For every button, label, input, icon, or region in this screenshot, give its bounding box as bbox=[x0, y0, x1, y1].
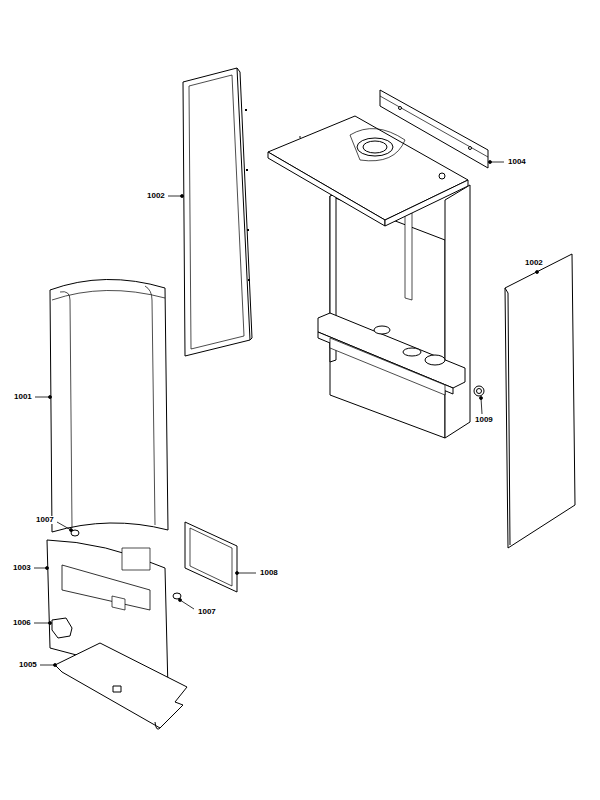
side-panel bbox=[508, 293, 510, 545]
bottom-plate bbox=[113, 686, 121, 692]
side-panel bbox=[250, 338, 252, 340]
callout-number: 1001 bbox=[13, 393, 33, 401]
chassis-frame bbox=[374, 326, 390, 334]
inner-bracket bbox=[190, 528, 232, 586]
leader-line bbox=[34, 568, 47, 569]
leader-line bbox=[46, 567, 49, 570]
chassis-frame bbox=[385, 180, 468, 226]
bottom-plate bbox=[55, 643, 187, 728]
side-panel bbox=[246, 169, 248, 171]
chassis-frame bbox=[363, 141, 387, 153]
grommet bbox=[474, 386, 484, 396]
chassis-frame bbox=[357, 138, 393, 156]
chassis-frame bbox=[318, 332, 453, 394]
front-panel bbox=[52, 290, 165, 300]
fixing-knob bbox=[173, 593, 181, 599]
callout-number: 1002 bbox=[524, 259, 544, 267]
leader-line bbox=[179, 599, 182, 602]
bottom-plate bbox=[55, 643, 187, 729]
leader-line bbox=[49, 396, 52, 399]
leader-line bbox=[490, 162, 504, 163]
top-bracket bbox=[380, 90, 488, 168]
leader-line bbox=[180, 600, 194, 609]
front-panel bbox=[50, 279, 168, 532]
leader-line bbox=[34, 161, 539, 667]
chassis-frame bbox=[268, 116, 470, 438]
chassis-frame bbox=[405, 213, 412, 300]
front-panel bbox=[145, 286, 155, 525]
leader-line bbox=[54, 664, 57, 667]
leader-line bbox=[489, 161, 492, 164]
side-panel bbox=[240, 72, 252, 338]
side-panel bbox=[183, 68, 250, 356]
chassis-frame bbox=[439, 173, 445, 179]
leader-line bbox=[536, 271, 539, 274]
side-panel bbox=[189, 75, 244, 349]
chassis-frame bbox=[268, 152, 385, 226]
callout-number: 1006 bbox=[12, 619, 32, 627]
lower-panel bbox=[112, 596, 125, 610]
inner-bracket bbox=[185, 522, 237, 592]
clip bbox=[52, 618, 72, 638]
leader-line bbox=[181, 195, 184, 198]
side-panel bbox=[248, 279, 250, 281]
leader-line bbox=[70, 529, 73, 532]
top-bracket bbox=[380, 90, 488, 168]
bottom-plate bbox=[155, 722, 160, 729]
callout-number: 1004 bbox=[507, 158, 527, 166]
chassis-frame bbox=[330, 196, 445, 438]
side-panel bbox=[505, 288, 508, 293]
callout-number: 1007 bbox=[35, 516, 55, 524]
side-panel bbox=[247, 229, 249, 231]
leader-line bbox=[480, 397, 483, 400]
callout-number: 1002 bbox=[146, 192, 166, 200]
chassis-frame bbox=[403, 348, 421, 356]
side-panel bbox=[183, 68, 252, 356]
leader-line bbox=[49, 622, 52, 625]
front-panel bbox=[50, 279, 168, 532]
leader-line bbox=[237, 573, 256, 574]
exploded-casing-illustration bbox=[47, 68, 575, 729]
callout-number: 1007 bbox=[197, 608, 217, 616]
front-panel bbox=[60, 292, 72, 528]
chassis-frame bbox=[445, 185, 470, 438]
leader-line bbox=[481, 398, 482, 414]
side-panel bbox=[505, 254, 575, 548]
callout-number: 1005 bbox=[18, 661, 38, 669]
grommet bbox=[474, 386, 484, 396]
chassis-frame bbox=[350, 129, 405, 161]
leader-line bbox=[57, 522, 71, 530]
top-bracket bbox=[380, 96, 488, 157]
side-panel bbox=[245, 109, 247, 111]
chassis-frame bbox=[300, 136, 301, 138]
side-panel bbox=[237, 68, 240, 72]
callout-number: 1009 bbox=[474, 416, 494, 424]
lower-panel bbox=[122, 548, 150, 570]
clip bbox=[52, 618, 72, 638]
grommet bbox=[477, 389, 482, 394]
top-bracket bbox=[399, 107, 402, 110]
leader-line bbox=[236, 572, 239, 575]
chassis-frame bbox=[425, 355, 445, 365]
side-panel bbox=[505, 254, 575, 548]
lower-panel bbox=[62, 565, 150, 610]
leader-line bbox=[34, 623, 50, 624]
chassis-frame bbox=[330, 338, 445, 395]
callout-number: 1008 bbox=[259, 569, 279, 577]
leader-line bbox=[35, 397, 50, 398]
top-bracket bbox=[469, 147, 472, 150]
leader-line bbox=[40, 665, 55, 666]
callout-number: 1003 bbox=[12, 564, 32, 572]
leader-line bbox=[168, 196, 182, 197]
inner-bracket bbox=[185, 522, 237, 592]
